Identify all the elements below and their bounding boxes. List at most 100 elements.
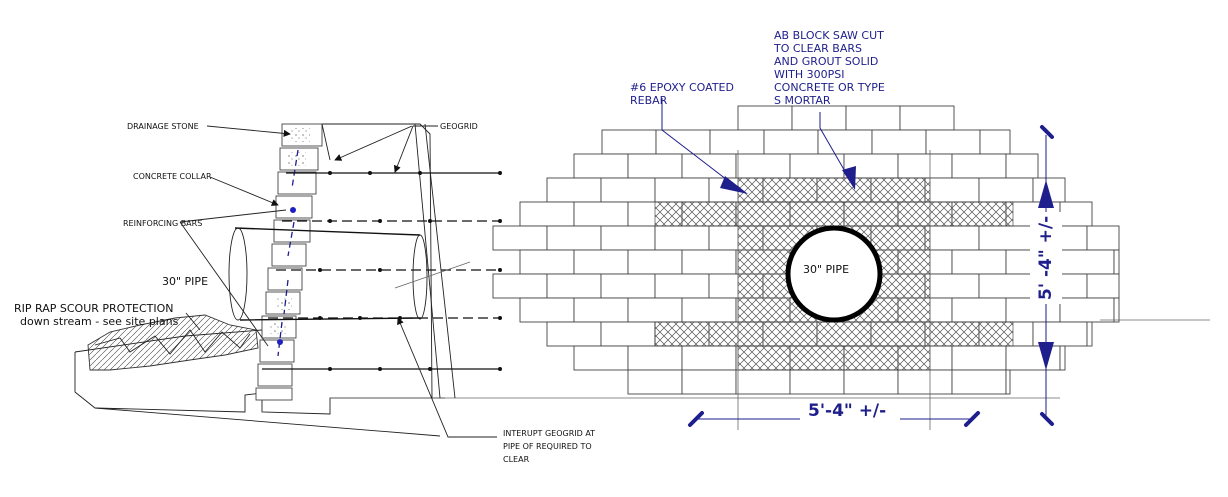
drainage-zone-outline xyxy=(322,123,433,399)
grouted-block-zone xyxy=(654,201,1014,227)
wall-block xyxy=(492,225,548,251)
pipe-section xyxy=(228,227,471,321)
label-drainage-stone: DRAINAGE STONE xyxy=(127,122,199,131)
wall-block xyxy=(978,273,1034,299)
reinforcing-bars xyxy=(277,149,299,357)
grouted-block-zone xyxy=(737,177,931,203)
wall-block xyxy=(654,273,710,299)
epoxy-rebar-leader xyxy=(661,98,736,187)
geogrid-layers xyxy=(262,172,500,370)
wall-block xyxy=(924,177,980,203)
label-saw-line5: CONCRETE OR TYPE xyxy=(774,81,885,94)
wall-block xyxy=(897,369,953,395)
wall-block xyxy=(600,225,656,251)
wall-block xyxy=(627,153,683,179)
label-saw-line2: TO CLEAR BARS xyxy=(773,42,862,55)
epoxy-rebar-arrowhead xyxy=(720,176,748,194)
wall-block xyxy=(627,297,683,323)
wall-block xyxy=(735,369,791,395)
pipe-opening xyxy=(785,225,883,323)
wall-block xyxy=(817,129,873,155)
section-leaders xyxy=(179,125,497,438)
wall-block xyxy=(600,273,656,299)
wall-block xyxy=(1059,201,1093,227)
grouted-block-zone xyxy=(737,345,931,371)
wall-block xyxy=(978,225,1034,251)
wall-block xyxy=(546,321,602,347)
wall-block xyxy=(979,129,1011,155)
retaining-wall-blocks xyxy=(255,123,323,401)
wall-block xyxy=(791,105,847,131)
wall-block xyxy=(654,177,710,203)
wall-block xyxy=(627,249,683,275)
wall-block xyxy=(925,129,981,155)
label-concrete-collar: CONCRETE COLLAR xyxy=(133,172,212,181)
label-elevation-pipe: 30" PIPE xyxy=(803,263,849,276)
wall-block xyxy=(951,249,1007,275)
wall-block xyxy=(1086,321,1093,347)
wall-block xyxy=(519,249,575,275)
wall-block xyxy=(681,369,737,395)
wall-block xyxy=(601,129,657,155)
label-interrupt-line3: CLEAR xyxy=(503,455,530,464)
vertical-dimension: 5' -4" +/- xyxy=(1030,125,1062,426)
label-reinforcing-bars: REINFORCING BARS xyxy=(123,219,202,228)
wall-block xyxy=(789,369,845,395)
wall-block xyxy=(654,225,710,251)
wall-block xyxy=(655,129,711,155)
wall-block xyxy=(600,177,656,203)
wall-block xyxy=(546,177,602,203)
label-interrupt-line1: INTERUPT GEOGRID AT xyxy=(503,429,595,438)
wall-block xyxy=(951,369,1007,395)
wall-block xyxy=(924,273,980,299)
wall-block xyxy=(573,345,629,371)
label-saw-line1: AB BLOCK SAW CUT xyxy=(774,29,884,42)
wall-block xyxy=(1086,273,1120,299)
wall-block xyxy=(1005,345,1061,371)
dimension-horizontal-text: 5'-4" +/- xyxy=(808,401,886,421)
elevation-view: 30" PIPE #6 EPOXY COATED REBAR AB BLOCK … xyxy=(492,29,1210,430)
wall-block xyxy=(789,153,845,179)
label-saw-line4: WITH 300PSI xyxy=(774,68,844,81)
wall-block xyxy=(737,105,793,131)
wall-block xyxy=(546,273,602,299)
wall-block xyxy=(1059,297,1115,323)
wall-block xyxy=(709,129,765,155)
wall-block xyxy=(763,129,819,155)
wall-block xyxy=(1086,225,1120,251)
wall-block xyxy=(627,345,683,371)
riprap-scour-protection xyxy=(87,314,259,371)
saw-cut-leader xyxy=(819,112,851,181)
wall-block xyxy=(519,201,575,227)
wall-block xyxy=(519,297,575,323)
wall-block xyxy=(951,345,1007,371)
wall-block xyxy=(1059,249,1115,275)
wall-block xyxy=(843,369,899,395)
label-geogrid: GEOGRID xyxy=(440,122,478,131)
wall-block xyxy=(978,177,1034,203)
label-saw-line6: S MORTAR xyxy=(774,94,831,107)
wall-block xyxy=(546,225,602,251)
section-view: DRAINAGE STONE GEOGRID CONCRETE COLLAR R… xyxy=(14,122,1060,464)
label-riprap-line1: RIP RAP SCOUR PROTECTION xyxy=(14,302,174,315)
wall-block xyxy=(1005,369,1011,395)
wall-block xyxy=(899,105,955,131)
label-interrupt-line2: PIPE OF REQUIRED TO xyxy=(503,442,592,451)
label-epoxy-line1: #6 EPOXY COATED xyxy=(630,81,734,94)
saw-cut-arrowhead xyxy=(842,166,856,190)
wall-block xyxy=(1059,345,1066,371)
horizontal-dimension: 5'-4" +/- xyxy=(688,399,980,427)
wall-block xyxy=(573,249,629,275)
wall-block xyxy=(845,105,901,131)
wall-block xyxy=(1005,153,1039,179)
wall-block xyxy=(573,201,629,227)
wall-block xyxy=(600,321,656,347)
wall-block xyxy=(897,153,953,179)
label-section-pipe: 30" PIPE xyxy=(162,275,208,288)
label-saw-line3: AND GROUT SOLID xyxy=(774,55,878,68)
wall-block xyxy=(1113,249,1120,275)
wall-block xyxy=(573,297,629,323)
wall-block xyxy=(951,153,1007,179)
